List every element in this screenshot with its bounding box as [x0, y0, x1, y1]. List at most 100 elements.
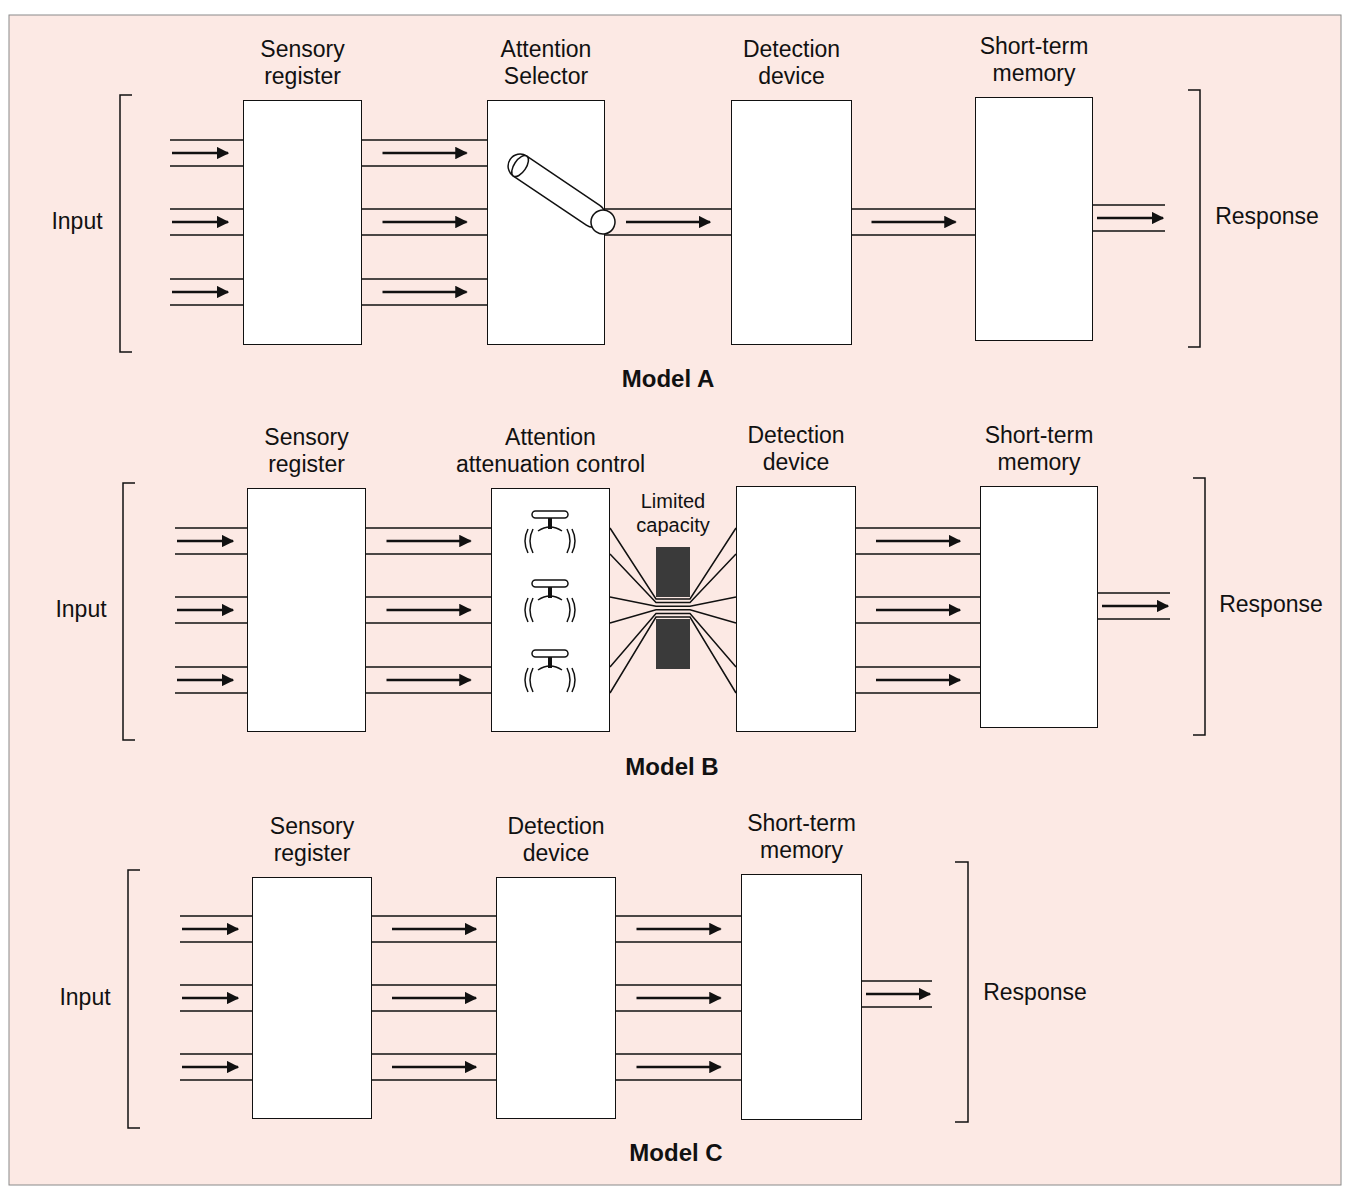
channel-connector: [366, 667, 491, 693]
channel-line: [610, 613, 736, 667]
flow-arrow: [383, 152, 467, 155]
channel-line: [372, 941, 496, 943]
channel-line: [366, 666, 491, 668]
channel-line: [616, 984, 741, 986]
channel-connector: [856, 597, 980, 623]
process-box: Attention Selector: [487, 100, 605, 345]
input-arrow: [177, 609, 233, 612]
channel-line: [616, 1053, 741, 1055]
channel-line: [616, 941, 741, 943]
io-label: Response: [1219, 591, 1323, 619]
input-arrow: [177, 540, 233, 543]
channel-line: [856, 527, 980, 529]
box-heading: Detection device: [721, 422, 871, 477]
input-channel: [170, 278, 243, 280]
io-label: Response: [1215, 203, 1319, 231]
process-box: Detection device: [496, 877, 616, 1119]
channel-line: [372, 1010, 496, 1012]
flow-arrow: [383, 291, 467, 294]
channel-line: [856, 622, 980, 624]
channel-connector: [610, 597, 736, 623]
channel-connector: [616, 1054, 741, 1080]
bracket: [120, 95, 132, 352]
selector-switch: [503, 149, 619, 238]
input-channel: [180, 1053, 252, 1055]
box-heading: Attention Selector: [471, 36, 621, 91]
input-arrow: [172, 152, 228, 155]
valve-symbol: [525, 511, 575, 553]
channel-connector: [856, 528, 980, 554]
channel-line: [852, 234, 975, 236]
box-heading: Sensory register: [237, 813, 387, 868]
model-title: Model B: [625, 753, 718, 782]
flow-arrow: [383, 221, 467, 224]
input-channel: [170, 234, 243, 236]
flow-arrow: [392, 928, 476, 931]
connectors: [362, 140, 980, 1080]
channel-connector: [372, 916, 496, 942]
box-heading: Attention attenuation control: [452, 424, 650, 479]
input-channel: [175, 596, 247, 598]
model-title: Model C: [629, 1139, 722, 1168]
channel-line: [856, 666, 980, 668]
input-channel: [180, 1079, 252, 1081]
bracket: [1193, 478, 1205, 735]
bracket: [955, 862, 968, 1122]
response-channel: [1098, 618, 1170, 620]
process-box: Detection device: [731, 100, 852, 345]
bracket: [128, 870, 140, 1128]
input-channel: [180, 915, 252, 917]
response-arrow: [866, 993, 930, 996]
flow-arrow: [637, 1066, 721, 1069]
channel-connector: [852, 209, 975, 235]
channel-line: [610, 617, 736, 693]
callout-label: Limited capacity: [623, 489, 723, 537]
channel-connector: [616, 985, 741, 1011]
input-channel: [170, 139, 243, 141]
channel-line: [366, 692, 491, 694]
channel-line: [610, 528, 736, 599]
channel-connector: [366, 597, 491, 623]
channel-line: [362, 304, 487, 306]
box-symbol: [487, 100, 625, 345]
process-box: Sensory register: [247, 488, 366, 732]
channel-connector: [616, 916, 741, 942]
channel-line: [852, 208, 975, 210]
channel-connector: [610, 528, 736, 603]
bracket: [1188, 90, 1200, 347]
channel-line: [605, 234, 731, 236]
input-arrow: [182, 997, 238, 1000]
flow-arrow: [387, 679, 471, 682]
channel-connector: [362, 209, 487, 235]
input-arrow: [182, 928, 238, 931]
channel-line: [362, 165, 487, 167]
box-heading: Short-term memory: [727, 810, 877, 865]
channel-line: [616, 915, 741, 917]
response-arrow: [1102, 605, 1168, 608]
valve-symbol: [525, 580, 575, 622]
channel-connector: [605, 209, 731, 235]
flow-arrow: [637, 997, 721, 1000]
box-heading: Detection device: [481, 813, 631, 868]
channel-line: [372, 984, 496, 986]
valve-symbol: [525, 650, 575, 692]
channel-line: [366, 527, 491, 529]
flow-arrow: [392, 997, 476, 1000]
input-arrow: [172, 221, 228, 224]
channel-line: [605, 208, 731, 210]
layout-strokes: [120, 90, 1205, 1128]
channel-line: [616, 1079, 741, 1081]
process-box: Short-term memory: [980, 486, 1098, 728]
io-label: Response: [983, 979, 1087, 1007]
input-arrow: [182, 1066, 238, 1069]
response-channel: [862, 1006, 932, 1008]
process-box: Attention attenuation control: [491, 488, 610, 732]
background-panel: [9, 15, 1341, 1185]
input-channel: [180, 984, 252, 986]
channel-line: [856, 553, 980, 555]
capacity-block: [656, 547, 690, 597]
model-title: Model A: [622, 365, 714, 394]
bracket: [123, 483, 135, 740]
